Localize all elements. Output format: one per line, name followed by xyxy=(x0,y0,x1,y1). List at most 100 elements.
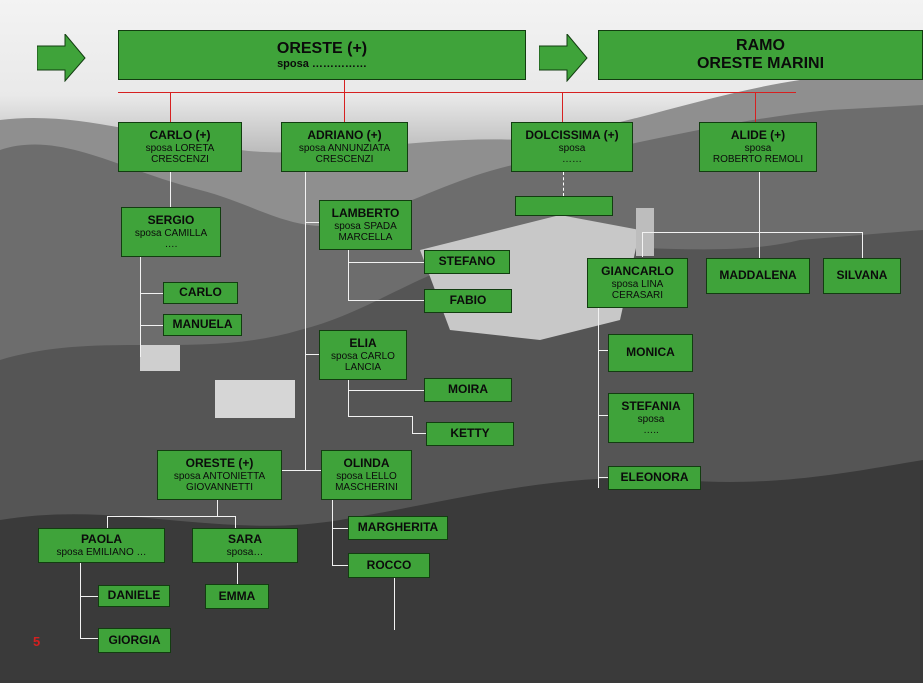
person-name: ADRIANO (+) xyxy=(307,128,382,143)
person-spouse: sposa… xyxy=(226,546,264,558)
person-spouse: sposa …………… xyxy=(277,57,367,70)
person-name: CARLO xyxy=(179,285,222,300)
connector-line xyxy=(80,563,81,639)
person-name: FABIO xyxy=(449,293,487,308)
person-box-carlo-jr: CARLO xyxy=(163,282,238,304)
connector-line xyxy=(80,638,98,639)
connector-line xyxy=(348,390,424,391)
connector-line xyxy=(642,232,862,233)
person-box-rocco: ROCCO xyxy=(348,553,430,578)
person-box-daniele: DANIELE xyxy=(98,585,170,607)
person-box-fabio: FABIO xyxy=(424,289,512,313)
person-name: ELEONORA xyxy=(620,470,689,485)
connector-line xyxy=(235,516,236,528)
person-name: LAMBERTO xyxy=(331,206,400,221)
connector-line xyxy=(107,516,235,517)
person-box-giorgia: GIORGIA xyxy=(98,628,171,653)
connector-line xyxy=(598,477,608,478)
person-name: PAOLA xyxy=(80,532,123,547)
person-box-maddalena: MADDALENA xyxy=(706,258,810,294)
person-name: GIORGIA xyxy=(108,632,161,647)
person-box-dolcissima: DOLCISSIMA (+) sposa…… xyxy=(511,122,633,172)
connector-line xyxy=(344,80,345,122)
connector-line xyxy=(348,250,349,300)
connector-line xyxy=(170,92,171,122)
person-name: ELIA xyxy=(349,336,377,351)
person-spouse: sposa EMILIANO … xyxy=(56,546,147,558)
person-name: MARGHERITA xyxy=(357,520,439,535)
connector-line xyxy=(107,516,108,528)
person-name: DOLCISSIMA (+) xyxy=(525,128,619,143)
person-spouse: sposa…… xyxy=(558,142,586,165)
person-box-emma: EMMA xyxy=(205,584,269,609)
empty-person-box xyxy=(515,196,613,216)
connector-line xyxy=(348,300,424,301)
connector-line xyxy=(140,257,141,357)
person-name: OLINDA xyxy=(343,456,390,471)
person-name: ALIDE (+) xyxy=(730,128,786,143)
connector-line xyxy=(170,172,171,207)
person-box-monica: MONICA xyxy=(608,334,693,372)
person-name: STEFANO xyxy=(438,254,496,269)
connector-line xyxy=(755,92,756,122)
connector-line xyxy=(862,232,863,258)
connector-line xyxy=(332,565,348,566)
connector-line xyxy=(348,262,424,263)
connector-line xyxy=(237,563,238,584)
person-name: MONICA xyxy=(626,345,675,360)
person-box-stefano: STEFANO xyxy=(424,250,510,274)
connector-line xyxy=(80,596,98,597)
person-spouse: sposa CAMILLA…. xyxy=(134,227,208,250)
connector-line xyxy=(598,308,599,488)
person-name: MANUELA xyxy=(172,317,233,332)
person-box-sergio: SERGIO sposa CAMILLA…. xyxy=(121,207,221,257)
person-box-eleonora: ELEONORA xyxy=(608,466,701,490)
person-box-margherita: MARGHERITA xyxy=(348,516,448,540)
connector-line xyxy=(217,500,218,516)
branch-title-box: RAMO ORESTE MARINI xyxy=(598,30,923,80)
person-name: GIANCARLO xyxy=(601,264,674,279)
connector-line xyxy=(348,416,412,417)
connector-line xyxy=(598,415,608,416)
connector-line xyxy=(412,416,413,434)
connector-line xyxy=(282,470,306,471)
connector-line xyxy=(305,172,306,470)
person-spouse: sposa….. xyxy=(637,413,665,436)
person-name: ORESTE (+) xyxy=(185,456,254,471)
connector-line xyxy=(394,578,395,630)
root-oreste-box: ORESTE (+) sposa …………… xyxy=(118,30,526,80)
connector-line xyxy=(562,92,563,122)
connector-line xyxy=(118,92,796,93)
person-name: MOIRA xyxy=(448,382,488,397)
right-arrow-icon xyxy=(37,34,86,82)
connector-line xyxy=(305,354,319,355)
page-number: 5 xyxy=(33,634,41,649)
person-name: CARLO (+) xyxy=(149,128,211,143)
connector-line xyxy=(759,172,760,258)
branch-title-line1: RAMO xyxy=(736,37,785,55)
connector-line xyxy=(598,350,608,351)
person-name: ROCCO xyxy=(366,557,412,572)
connector-line xyxy=(305,470,321,471)
person-box-ketty: KETTY xyxy=(426,422,514,446)
person-name: SILVANA xyxy=(836,268,888,283)
person-box-moira: MOIRA xyxy=(424,378,512,402)
person-name: DANIELE xyxy=(107,588,161,603)
